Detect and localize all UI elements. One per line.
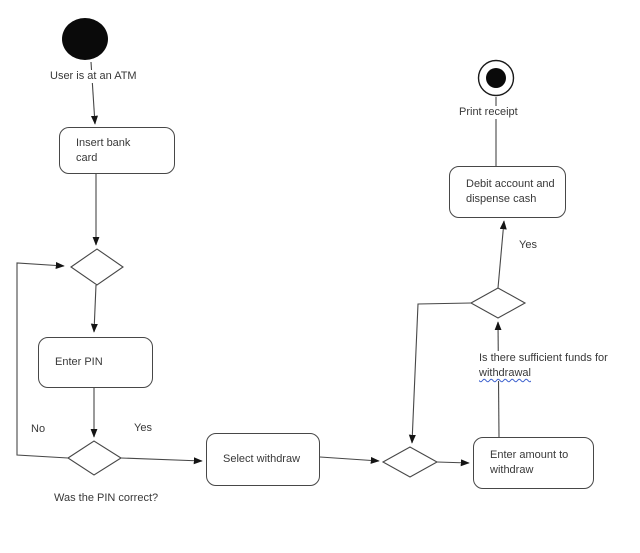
end-node-label: Print receipt	[458, 106, 519, 119]
connector-no-to-merge	[408, 302, 472, 444]
label-no: No	[30, 423, 47, 436]
activity-insert-bank-card: Insert bank card	[59, 127, 175, 174]
label-funds-question-line2: withdrawal	[479, 367, 531, 379]
connector-yes-to-debit	[497, 220, 507, 289]
label-pin-question: Was the PIN correct?	[53, 492, 160, 505]
label-funds-question-line1: Is there sufficient funds for	[479, 352, 608, 364]
connector-no-loop	[16, 261, 69, 459]
activity-enter-amount: Enter amount to withdraw	[473, 437, 594, 489]
activity-insert-bank-card-label-line1: Insert bank	[76, 136, 131, 149]
decision-sufficient-funds	[469, 287, 527, 319]
label-yes-funds: Yes	[518, 239, 538, 252]
activity-enter-amount-label-line1: Enter amount to	[490, 449, 569, 461]
connector-merge-to-enter-amount	[436, 459, 470, 467]
decision-pin-correct	[66, 440, 123, 476]
activity-enter-pin-label: Enter PIN	[55, 356, 103, 368]
activity-insert-bank-card-label-line2: card	[76, 151, 98, 164]
activity-debit-dispense-label-line2: dispense cash	[466, 193, 537, 205]
label-yes-pin: Yes	[133, 422, 153, 435]
connector-select-withdraw-to-merge	[319, 456, 380, 464]
label-funds-question: Is there sufficient funds for withdrawal	[478, 351, 609, 381]
activity-select-withdraw: Select withdraw	[206, 433, 320, 486]
activity-debit-dispense: Debit account and dispense cash	[449, 166, 566, 218]
decision-merge	[381, 446, 439, 478]
activity-debit-dispense-label-line1: Debit account and	[466, 178, 555, 190]
activity-enter-amount-label-line2: withdraw	[490, 464, 534, 476]
start-node	[62, 18, 108, 60]
activity-select-withdraw-label: Select withdraw	[223, 453, 301, 465]
connector-yes-to-select-withdraw	[120, 457, 203, 465]
end-node	[486, 68, 506, 88]
start-node-label: User is at an ATM	[49, 70, 138, 83]
activity-enter-pin: Enter PIN	[38, 337, 153, 388]
connector-decision-to-enter-pin	[90, 284, 98, 333]
decision-card-inserted	[70, 248, 124, 286]
